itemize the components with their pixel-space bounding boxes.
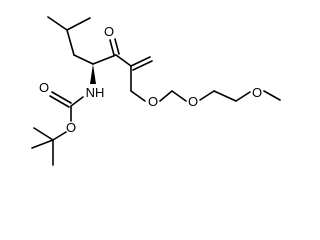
bond-o2-c [199, 90, 215, 101]
bond-carbonyl-vinyl [115, 54, 132, 67]
bond-o-tbu [52, 131, 67, 141]
atom-carbamate-ester-oxygen: O [66, 120, 76, 135]
atom-carbamate-carbonyl-oxygen: O [39, 80, 49, 95]
bond-methyl-right [66, 17, 91, 31]
bond-carbonyl-o-2 [114, 38, 120, 55]
stereo-wedge-bond [90, 64, 96, 84]
bonds [31, 16, 281, 166]
bond-vinyl-ch2-1 [130, 56, 151, 67]
bond-o1-ch2 [159, 90, 173, 102]
bond-ch2-o1 [130, 90, 146, 102]
bond-c-o-carbonyl-1 [49, 95, 70, 108]
bond-tbu-methyl-3 [33, 127, 54, 141]
bond-methyl-left [47, 16, 68, 31]
atom-nh: NH [86, 85, 105, 100]
atom-ketone-oxygen: O [104, 24, 114, 39]
bond-o3-ch3 [263, 90, 281, 101]
bond-c-o-carbonyl-2 [51, 91, 72, 104]
bond-isobutyl-ch2 [66, 29, 75, 56]
bond-alpha-carbonyl [92, 54, 117, 65]
molecule-structure: O NH O O O O O [31, 16, 281, 166]
bond-nh-c [70, 96, 84, 107]
atom-ether-oxygen-1: O [148, 94, 158, 109]
bond-vinyl-ch2-2 [132, 60, 153, 71]
bond-tbu-methyl-2 [31, 139, 54, 149]
bond-c-o3 [235, 91, 251, 102]
atom-ether-oxygen-2: O [188, 94, 198, 109]
atom-labels: O NH O O O O O [39, 24, 262, 135]
bond-ch2-o2 [171, 90, 187, 102]
bond-ch2-alpha [73, 54, 94, 65]
atom-ether-oxygen-3: O [252, 85, 262, 100]
bond-carbonyl-o-1 [109, 39, 115, 56]
bond-c-c [213, 90, 237, 102]
